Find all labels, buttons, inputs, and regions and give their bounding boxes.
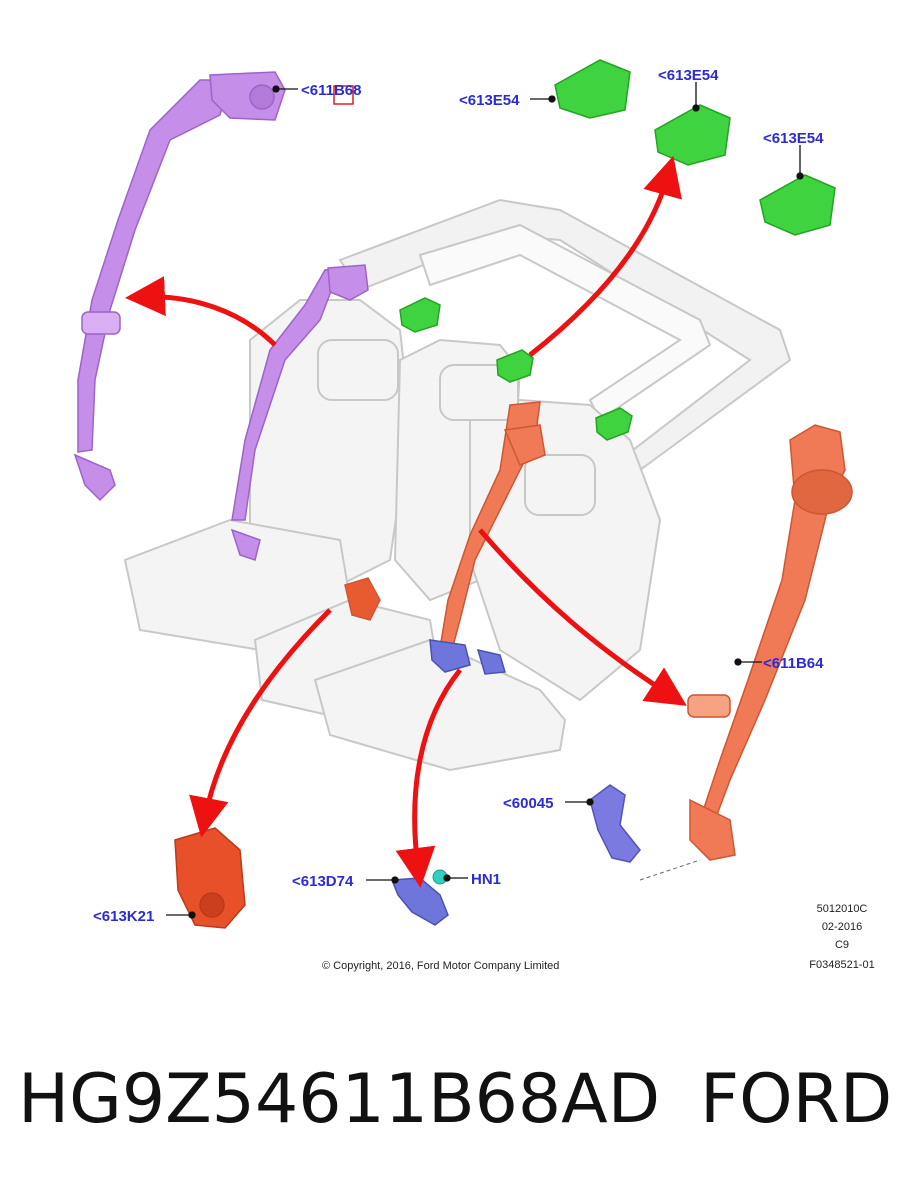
callout-613E54-b: <613E54: [658, 67, 719, 84]
callout-HN1: HN1: [471, 871, 501, 888]
arrow-to-purple-belt: [125, 276, 277, 347]
orange-seat-belt-611B64: [344, 401, 853, 861]
callout-613E54-a: <613E54: [459, 92, 520, 109]
highlight-box: [333, 85, 354, 105]
red-buckle-613K21: [174, 827, 246, 929]
arrow-to-blue-bracket: [395, 668, 462, 888]
callout-leaders: [166, 82, 804, 919]
rear-seat-illustration: [123, 198, 792, 772]
callout-613K21: <613K21: [93, 908, 154, 925]
seat-belt-diagram: <611B68 <613E54 <613E54 <613E54 <611B64 …: [73, 59, 875, 972]
meta-line-3: C9: [835, 939, 849, 951]
callout-60045: <60045: [503, 795, 553, 812]
arrow-to-red-buckle: [189, 608, 332, 838]
callout-613E54-c: <613E54: [763, 130, 824, 147]
arrow-to-orange-belt: [478, 528, 687, 706]
meta-line-4: F0348521-01: [809, 959, 874, 971]
blue-buckle-60045: [589, 784, 641, 863]
copyright-notice: © Copyright, 2016, Ford Motor Company Li…: [322, 960, 559, 972]
callout-613D74: <613D74: [292, 873, 354, 890]
pointer-arrows: [125, 155, 687, 888]
meta-line-2: 02-2016: [822, 921, 862, 933]
green-trim-covers-613E54: [399, 59, 836, 441]
brand-name: FORD: [700, 1060, 893, 1139]
dashed-leader: [639, 859, 701, 881]
callout-611B64: <611B64: [763, 655, 824, 672]
meta-line-1: 5012010C: [817, 903, 868, 915]
callout-611B68: <611B68: [301, 82, 361, 99]
part-number: HG9Z54611B68AD: [18, 1060, 661, 1139]
arrow-to-green-cover: [528, 155, 682, 357]
blue-bracket-613D74: [390, 639, 506, 926]
purple-seat-belt-611B68: [73, 71, 369, 561]
